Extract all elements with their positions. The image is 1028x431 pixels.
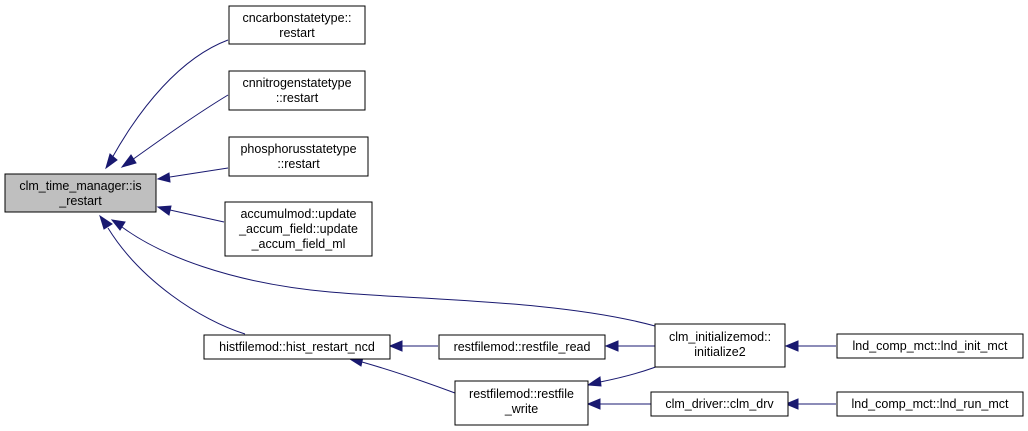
node-label: _accum_field::update (238, 222, 358, 236)
node-lnd-init[interactable]: lnd_comp_mct::lnd_init_mct (836, 333, 1024, 359)
node-label: _write (504, 402, 538, 416)
edge-cnnitrogen-to-is-restart (120, 94, 229, 168)
node-label: restfilemod::restfile_read (454, 340, 591, 354)
node-is-restart[interactable]: clm_time_manager::is _restart (4, 173, 157, 213)
edge-restfile-write-to-hist-restart (348, 356, 456, 394)
node-cncarbon[interactable]: cncarbonstatetype:: restart (228, 5, 366, 45)
edge-initialize2-to-is-restart (110, 219, 656, 327)
node-label: ::restart (276, 91, 319, 105)
node-label: _restart (58, 194, 102, 208)
node-label: _accum_field_ml (251, 237, 346, 251)
node-label: clm_time_manager::is (19, 179, 141, 193)
node-restfile-read[interactable]: restfilemod::restfile_read (438, 334, 606, 360)
node-accumul[interactable]: accumulmod::update _accum_field::update … (224, 201, 373, 257)
node-label: clm_driver::clm_drv (665, 397, 774, 411)
edge-lnd-run-to-clm-drv (784, 398, 836, 410)
edge-cncarbon-to-is-restart (105, 39, 229, 170)
node-label: cncarbonstatetype:: (242, 11, 351, 25)
edge-restfile-read-to-hist-restart (388, 340, 438, 352)
node-label: accumulmod::update (240, 207, 356, 221)
edge-clm-drv-to-restfile-write (586, 398, 651, 410)
edge-hist-restart-to-is-restart (99, 214, 246, 335)
node-label: restfilemod::restfile (469, 387, 574, 401)
node-label: histfilemod::hist_restart_ncd (219, 340, 375, 354)
node-restfile-write[interactable]: restfilemod::restfile _write (454, 380, 589, 426)
node-hist-restart[interactable]: histfilemod::hist_restart_ncd (203, 334, 391, 360)
node-label: initialize2 (694, 345, 745, 359)
node-label: restart (279, 26, 315, 40)
node-initialize2[interactable]: clm_initializemod:: initialize2 (654, 323, 786, 368)
node-label: lnd_comp_mct::lnd_run_mct (851, 397, 1009, 411)
node-clm-drv[interactable]: clm_driver::clm_drv (650, 391, 789, 417)
node-cnnitrogen[interactable]: cnnitrogenstatetype ::restart (228, 70, 366, 111)
edge-lnd-init-to-initialize2 (784, 340, 836, 352)
node-label: ::restart (277, 157, 320, 171)
node-label: clm_initializemod:: (669, 330, 771, 344)
node-label: lnd_comp_mct::lnd_init_mct (853, 339, 1008, 353)
edge-accumul-to-is-restart (156, 205, 225, 223)
node-label: phosphorusstatetype (240, 142, 356, 156)
node-label: cnnitrogenstatetype (242, 76, 351, 90)
node-lnd-run[interactable]: lnd_comp_mct::lnd_run_mct (836, 391, 1024, 417)
edge-initialize2-to-restfile-read (604, 340, 655, 352)
edge-phosphorus-to-is-restart (156, 167, 229, 183)
node-phosphorus[interactable]: phosphorusstatetype ::restart (228, 136, 369, 177)
